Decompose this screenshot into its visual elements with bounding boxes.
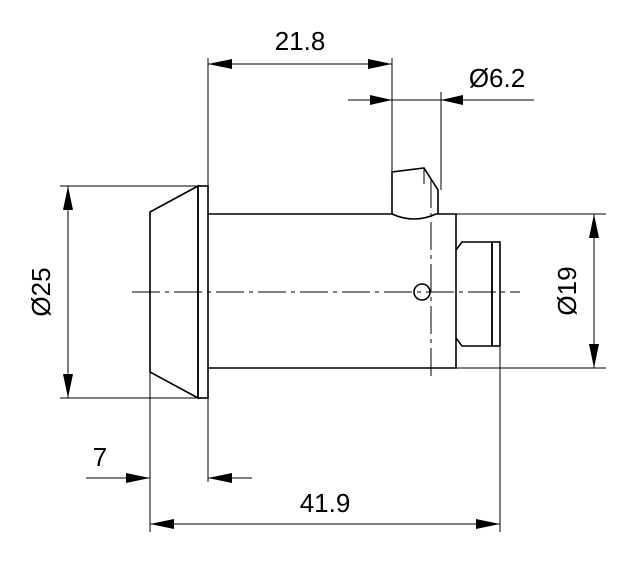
spindle-end xyxy=(491,241,501,347)
dim-flange-depth: 7 xyxy=(93,442,107,472)
dimension-labels: 21.8 Ø6.2 Ø25 Ø19 7 41.9 xyxy=(26,26,582,518)
dim-flange-diameter: Ø25 xyxy=(26,267,56,316)
dim-body-diameter: Ø19 xyxy=(552,266,582,315)
center-lines xyxy=(132,180,520,380)
body-cylinder xyxy=(208,213,457,369)
dim-top-length: 21.8 xyxy=(275,26,326,56)
extension-lines xyxy=(60,58,606,532)
dim-pin-diameter: Ø6.2 xyxy=(469,63,525,93)
dimension-lines xyxy=(63,59,599,529)
part-outline xyxy=(149,167,501,400)
dim-overall-length: 41.9 xyxy=(300,488,351,518)
rear-spindle xyxy=(455,241,493,347)
